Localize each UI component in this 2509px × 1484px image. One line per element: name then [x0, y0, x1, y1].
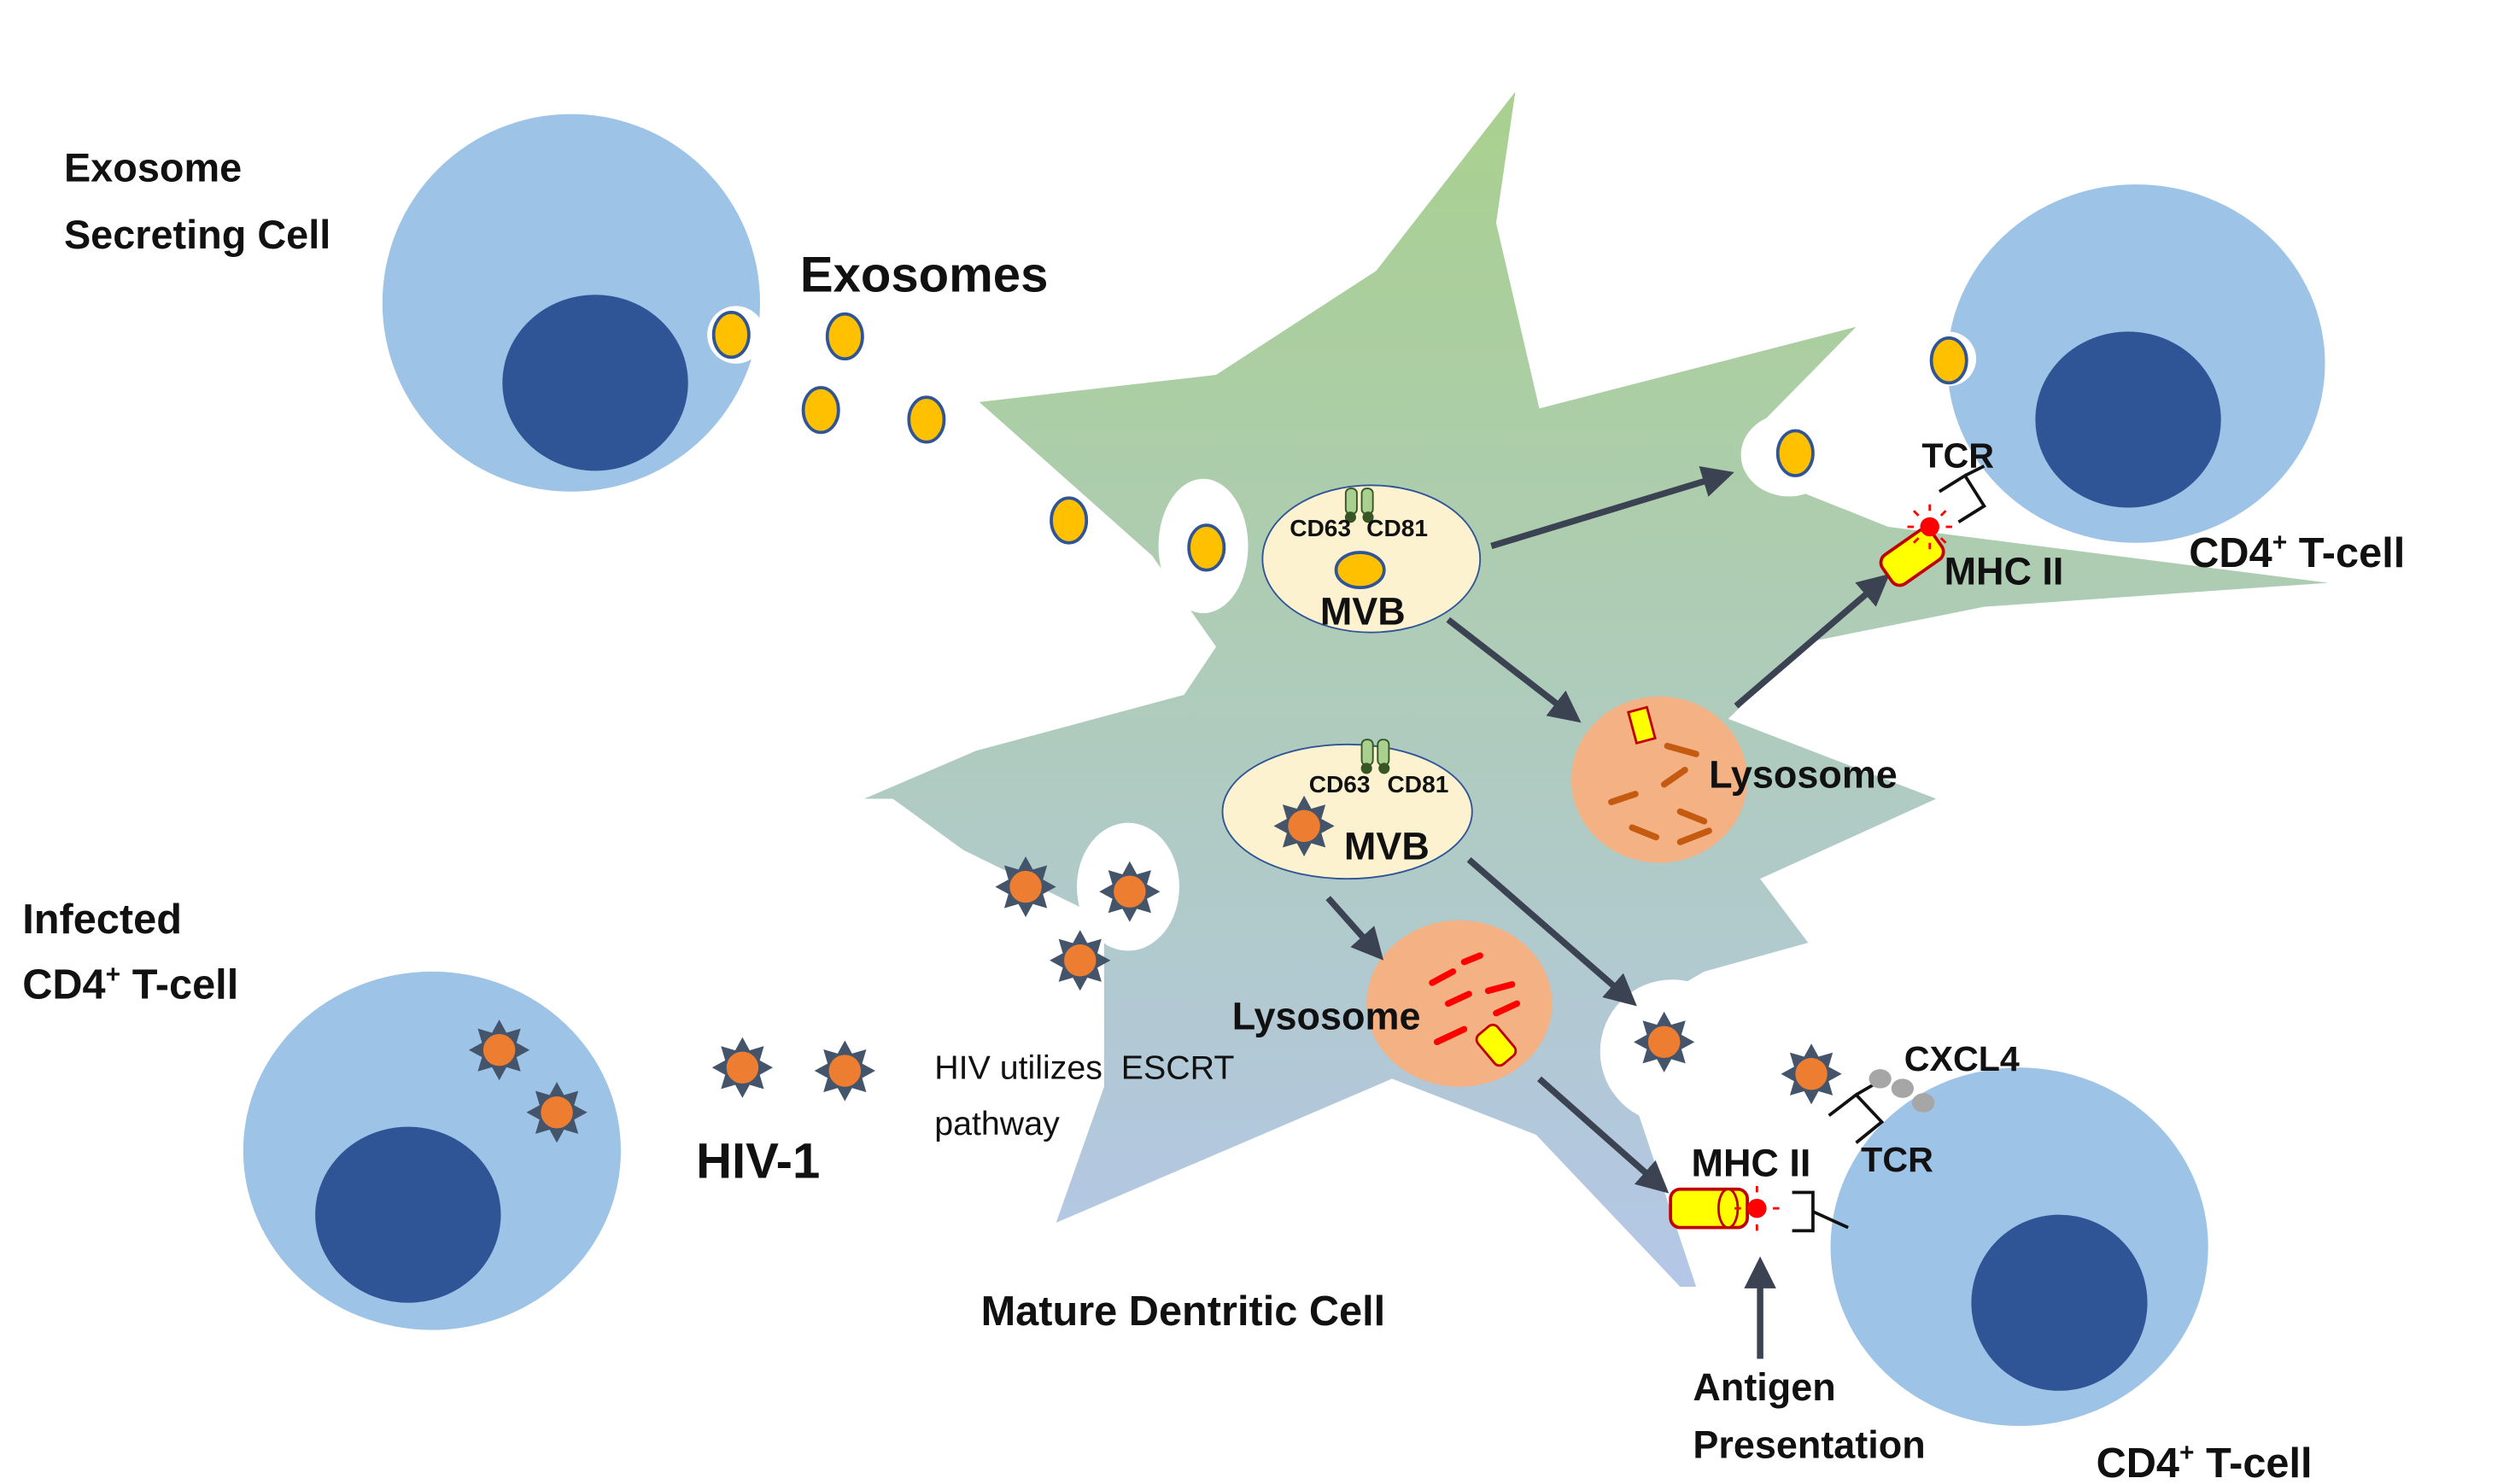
label-mhc-ii-top: MHC II	[1945, 549, 2064, 593]
hiv-particle	[711, 1037, 774, 1098]
mhc-fragment-icon	[1475, 1023, 1518, 1067]
label-exosomes: Exosomes	[800, 248, 1049, 303]
nucleus	[1971, 1214, 2148, 1391]
mhc-fragment-icon	[1627, 705, 1657, 745]
exosome-secreting-cell	[382, 114, 765, 492]
dendritic-cell-body	[863, 91, 2329, 1288]
hiv-particle	[995, 856, 1056, 918]
label-cd63-bottom: CD63	[1309, 771, 1371, 798]
label-cd4-tcell-bottom: CD4+ T-cell	[2097, 1439, 2313, 1484]
label-cd4-tcell-top: CD4+ T-cell	[2189, 529, 2405, 576]
nucleus	[502, 295, 688, 471]
hiv-particle	[1634, 1011, 1695, 1072]
hiv-particle	[1099, 861, 1161, 922]
hiv-particle	[526, 1082, 588, 1143]
arrow-mvb-to-lysosome-bottom	[1325, 896, 1384, 961]
arrow-lysosome-to-mhc-bottom	[1537, 1076, 1670, 1194]
tcr-icon	[1938, 464, 1987, 523]
exosome	[1050, 496, 1089, 545]
hiv-particle	[469, 1020, 530, 1081]
label-cxcl4: CXCL4	[1904, 1039, 2020, 1078]
label-lysosome-bottom: Lysosome	[1232, 994, 1421, 1037]
cd4-tcell-bottom	[1830, 1067, 2208, 1427]
label-exosome-secreting-cell-line2: Secreting Cell	[64, 213, 330, 257]
exosome	[907, 395, 946, 444]
hiv-particle	[1050, 930, 1111, 991]
label-cd63-top: CD63	[1290, 515, 1351, 541]
mhc-ii-icon	[1879, 527, 1945, 587]
exosome	[825, 312, 864, 361]
exosome	[801, 386, 840, 435]
label-mature-dc: Mature Dentritic Cell	[981, 1288, 1386, 1335]
lysosome-bottom	[1366, 920, 1553, 1087]
mhc-tcr-complex-bottom	[1669, 1069, 1935, 1233]
label-tcr-bottom: TCR	[1861, 1140, 1933, 1179]
peptide-fragments	[1608, 742, 1712, 845]
label-lysosome-top: Lysosome	[1709, 752, 1898, 796]
mhc-tcr-complex-top	[1879, 464, 1987, 587]
antigen-fragments	[1429, 952, 1521, 1046]
hiv-particle	[814, 1040, 875, 1101]
label-mhc-ii-bottom: MHC II	[1692, 1142, 1811, 1185]
arrow-mvb-to-hiv-release	[1466, 856, 1637, 1007]
cd4-tcell-top	[1921, 184, 2325, 543]
label-infected-line1: Infected	[22, 897, 182, 943]
pathway-arrows	[1325, 465, 1890, 1359]
label-antigen-line1: Antigen	[1693, 1365, 1835, 1409]
cd63-cd81-marker-icon	[1360, 739, 1390, 774]
cxcl4-icon	[1869, 1069, 1935, 1113]
exosome	[1929, 336, 1968, 385]
arrow-mvb-to-exosome-release	[1490, 465, 1734, 550]
infected-cd4-tcell	[243, 971, 622, 1330]
antigen-burst-icon	[1907, 504, 1952, 550]
tcr-icon	[1792, 1190, 1849, 1233]
exosome	[1775, 429, 1815, 477]
label-antigen-line2: Presentation	[1693, 1423, 1925, 1466]
label-exosome-secreting-cell-line1: Exosome	[64, 145, 242, 190]
label-mvb-bottom: MVB	[1344, 825, 1430, 868]
nucleus	[315, 1126, 501, 1303]
mvb-bottom	[1221, 739, 1473, 880]
mvb-top	[1261, 484, 1482, 634]
label-cd81-top: CD81	[1366, 515, 1428, 541]
nucleus	[2035, 331, 2221, 508]
intraluminal-vesicle	[1334, 551, 1386, 590]
arrow-mvb-to-lysosome	[1446, 616, 1582, 723]
hiv-particle	[1781, 1043, 1842, 1105]
label-hiv-escrt-line1: HIV utilizes ESCRT	[934, 1049, 1234, 1086]
label-hiv1: HIV-1	[696, 1134, 820, 1189]
label-hiv-escrt-line2: pathway	[934, 1105, 1060, 1142]
lysosome-top	[1570, 696, 1748, 863]
antigen-burst-icon	[1734, 1185, 1780, 1231]
label-mvb-top: MVB	[1320, 589, 1406, 633]
exosome	[711, 311, 751, 359]
exosome	[1187, 523, 1226, 572]
label-cd81-bottom: CD81	[1388, 771, 1449, 798]
label-tcr-top: TCR	[1921, 436, 1994, 476]
cd63-cd81-marker-icon	[1344, 488, 1374, 523]
arrow-lysosome-to-mhc-top	[1734, 574, 1890, 709]
hiv-particle	[1273, 795, 1335, 856]
label-infected-line2: CD4+ T-cell	[22, 961, 238, 1008]
